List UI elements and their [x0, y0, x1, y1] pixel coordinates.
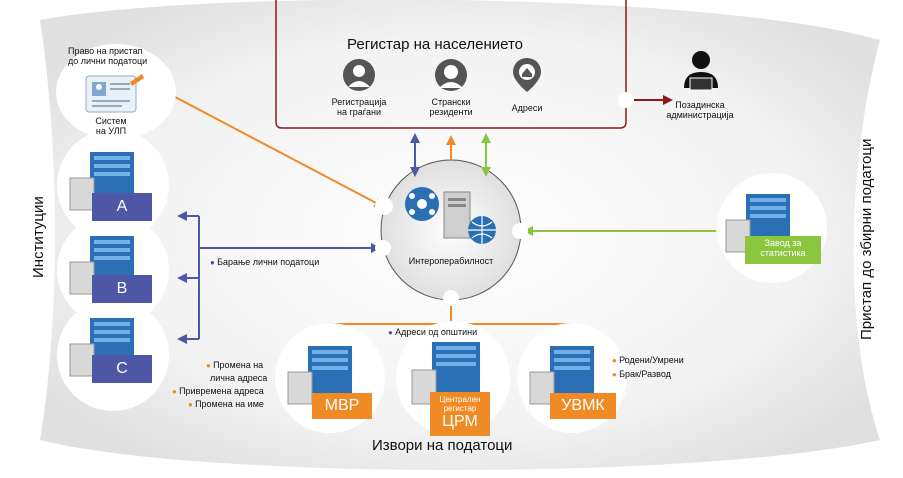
- id-card-icon: [85, 74, 144, 113]
- admin-person-icon: [684, 51, 718, 91]
- sources-title: Извори на податоци: [372, 437, 513, 454]
- institution-badge: C: [92, 355, 152, 383]
- mvr-badge: МВР: [312, 393, 372, 419]
- uvmk-badge: УВМК: [550, 393, 616, 419]
- request-label: Барање лични податоци: [210, 257, 319, 268]
- person-icon: [343, 59, 375, 91]
- uvmk-note: Родени/Умрени: [612, 355, 684, 366]
- municipal-addresses-label: Адреси од општини: [388, 327, 477, 338]
- mvr-note: Промена на: [206, 360, 263, 371]
- crm-badge: Централен регистар ЦРМ: [430, 392, 490, 436]
- arrow-upl-hub: [153, 85, 385, 208]
- aggregate-access-label: Пристап до збирни податоци: [858, 138, 875, 340]
- institution-badge: A: [92, 193, 152, 221]
- institution-badge: B: [92, 275, 152, 303]
- hub-label: Интероперабилност: [408, 256, 494, 266]
- foreign-resident-icon: [435, 59, 467, 91]
- interoperability-icon: [405, 187, 496, 244]
- registry-title: Регистар на населението: [347, 36, 524, 53]
- address-pin-icon: [513, 58, 541, 92]
- uvmk-note: Брак/Развод: [612, 369, 671, 380]
- institutions-title: Институции: [30, 196, 47, 278]
- mvr-note: лична адреса: [210, 373, 268, 383]
- mvr-note: Привремена адреса: [172, 386, 264, 397]
- registry-item-label: Адреси: [511, 103, 543, 113]
- mvr-note: Промена на име: [188, 399, 264, 410]
